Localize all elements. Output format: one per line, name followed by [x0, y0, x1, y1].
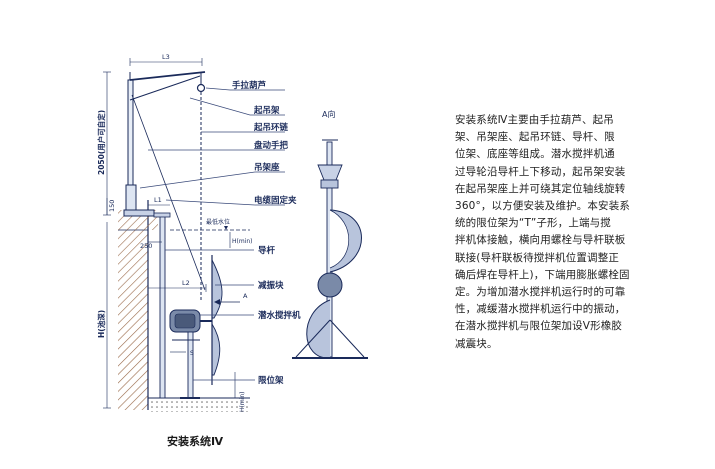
callout-leaders [139, 87, 285, 381]
l3-label: L3 [162, 53, 170, 61]
guide-rod [153, 212, 171, 399]
h-min-label: H(min) [232, 238, 253, 245]
pool-floor [148, 397, 250, 412]
dimension-pool-depth: H(池深) [96, 222, 111, 409]
limit-frame [172, 331, 200, 399]
callout-mixer: 潜水搅拌机 [258, 310, 301, 321]
a-view-drawing [292, 139, 368, 359]
submersible-mixer [169, 255, 223, 385]
h-min-bottom-label: H(min) [239, 391, 246, 412]
pool-depth-label: H(池深) [96, 310, 106, 338]
description-text: 安装系统Ⅳ主要由手拉葫芦、起吊 架、吊架座、起吊环链、导杆、限 位架、底座等组成… [455, 114, 630, 350]
diagram-caption: 安装系统Ⅳ [167, 434, 224, 448]
callout-frame-base: 吊架座 [254, 162, 280, 173]
callout-lifting-frame: 起吊架 [253, 105, 280, 116]
d250-label: 250 [140, 242, 152, 250]
dimension-l2: L2 [148, 279, 207, 292]
arrow-a-label: A [243, 292, 248, 300]
callout-limit-frame: 限位架 [258, 375, 284, 386]
dimension-250: 250 [140, 241, 162, 250]
dimension-150: 150 [106, 198, 116, 215]
dimension-s: S [170, 350, 194, 357]
total-height-label: 2050(用户可自定) [96, 110, 106, 175]
view-arrow-a: A [214, 292, 248, 305]
water-level-marker: 最低水位 H(min) [170, 218, 253, 248]
d150-label: 150 [108, 200, 116, 212]
callout-damper-block: 减振块 [258, 280, 284, 291]
dimension-l1: L1 [148, 196, 170, 206]
hoist [196, 72, 206, 93]
min-water-level-label: 最低水位 [206, 218, 230, 226]
callout-hand-wheel: 盘动手把 [254, 140, 289, 151]
callout-hoist: 手拉葫芦 [232, 80, 267, 91]
l1-label: L1 [154, 196, 162, 204]
a-view-label: A向 [322, 109, 335, 119]
l2-label: L2 [182, 279, 190, 287]
pool-wall [118, 200, 158, 410]
s-label: S [190, 350, 194, 357]
callout-guide-rod: 导杆 [258, 245, 276, 256]
dimension-l3: L3 [129, 53, 203, 66]
dimension-h-min-bottom: H(min) [234, 372, 246, 412]
callout-lifting-chain: 起吊环链 [253, 122, 289, 133]
dimension-total-height: 2050(用户可自定) [96, 71, 111, 216]
callout-cable-clamp: 电缆固定夹 [254, 195, 297, 206]
